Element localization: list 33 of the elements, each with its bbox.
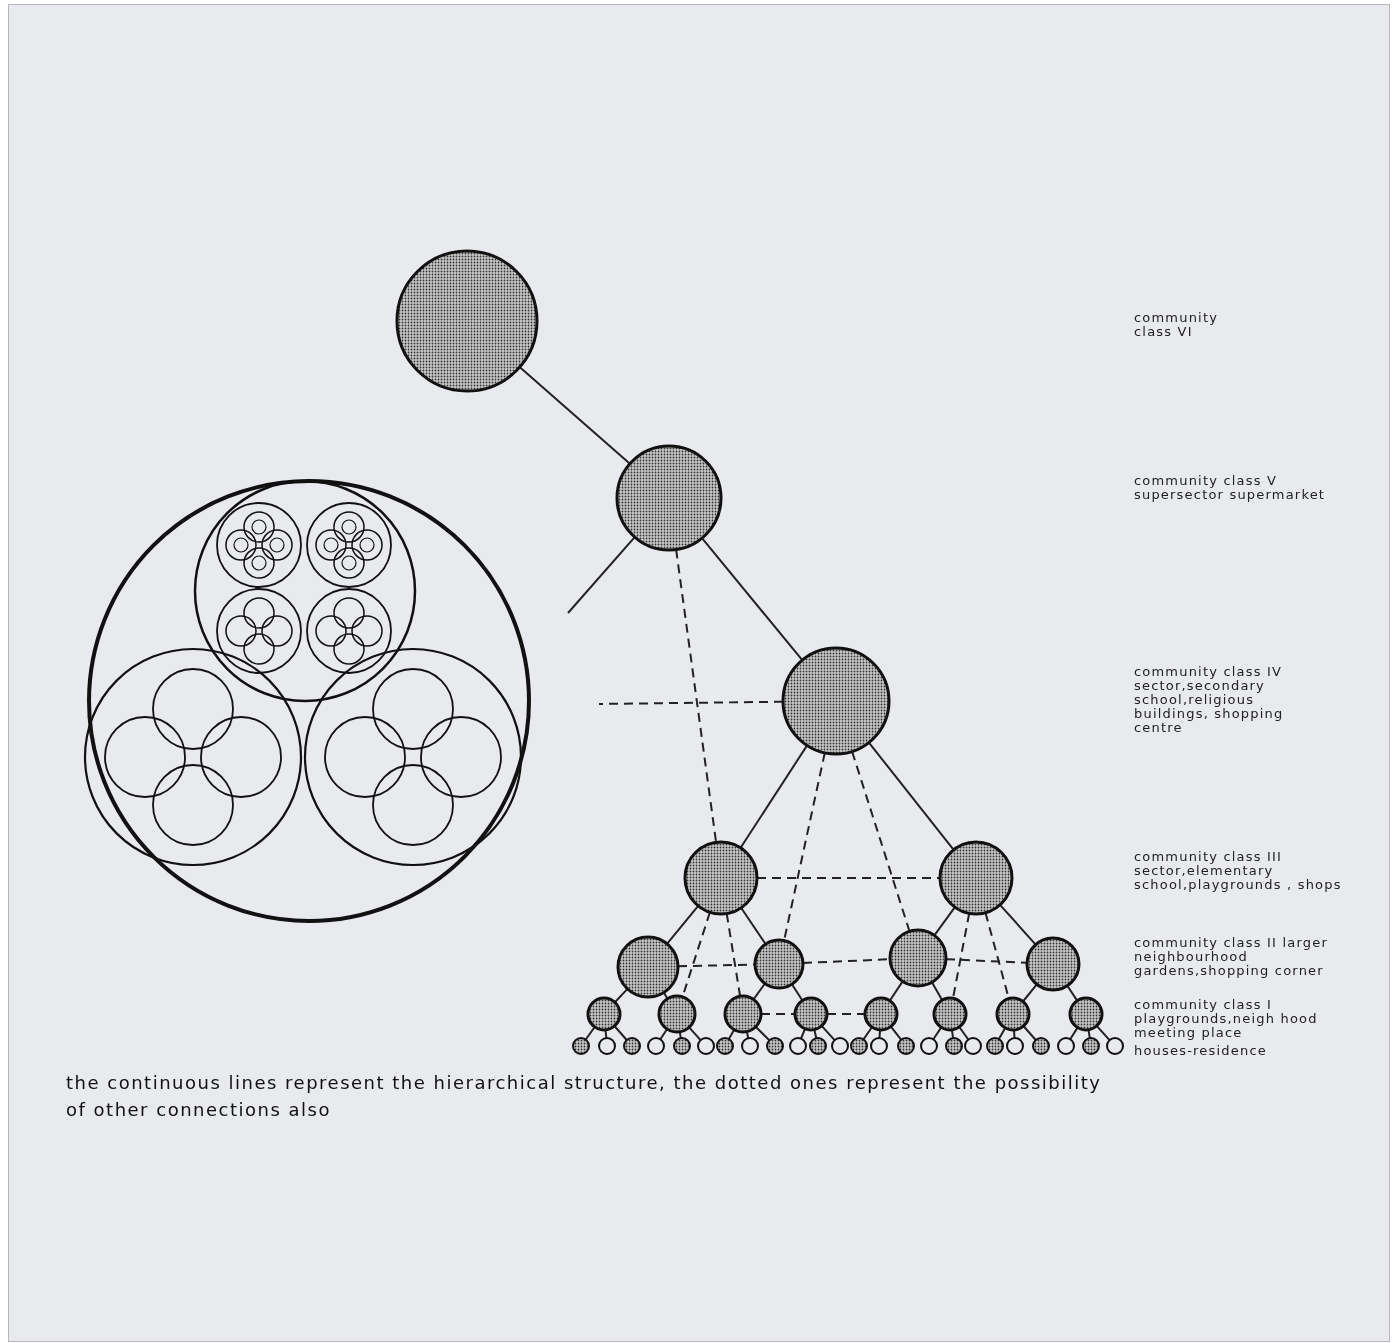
level-label: community class V supersector supermarket — [1134, 474, 1327, 502]
connector-line — [518, 366, 631, 465]
dashed-connector — [598, 700, 784, 705]
caption: the continuous lines represent the hierarchical structure, the dotted ones represent the possibility of other connections also — [66, 1071, 1103, 1122]
connector-line — [930, 981, 944, 1002]
connector-line — [999, 903, 1037, 946]
connector-line — [701, 537, 804, 662]
dashed-connector — [677, 963, 756, 968]
connector-line — [820, 1024, 836, 1042]
level-label: community class VI — [1134, 311, 1220, 339]
connector-line — [752, 982, 766, 1001]
connector-line — [1022, 983, 1038, 1003]
dashed-connector — [945, 958, 1028, 964]
connector-line — [739, 744, 809, 849]
connector-line — [1095, 1024, 1111, 1042]
connector-line — [754, 1025, 771, 1042]
level-label: community class IV sector,secondary school,religious buildings, shopping centre — [1134, 665, 1285, 735]
level-label: community class I playgrounds,neigh hood meeting place — [1134, 998, 1319, 1040]
level-label: community class III sector,elementary school,playgrounds , shops — [1134, 850, 1343, 892]
connector-line — [867, 741, 955, 851]
level-label: community class II larger neighbourhood gardens,shopping corner — [1134, 936, 1329, 978]
connector-line — [933, 906, 956, 937]
connector-line — [888, 980, 904, 1002]
connector-line — [613, 1025, 628, 1041]
connector-line — [1022, 1025, 1037, 1041]
dashed-connector — [760, 1013, 796, 1015]
connector-line — [666, 904, 700, 945]
connector-line — [790, 983, 804, 1002]
level-label: houses-residence — [1134, 1044, 1268, 1058]
dashed-connector — [826, 1013, 866, 1015]
connector-line — [567, 536, 636, 614]
dashed-connector — [756, 877, 941, 879]
connector-line — [613, 987, 629, 1004]
